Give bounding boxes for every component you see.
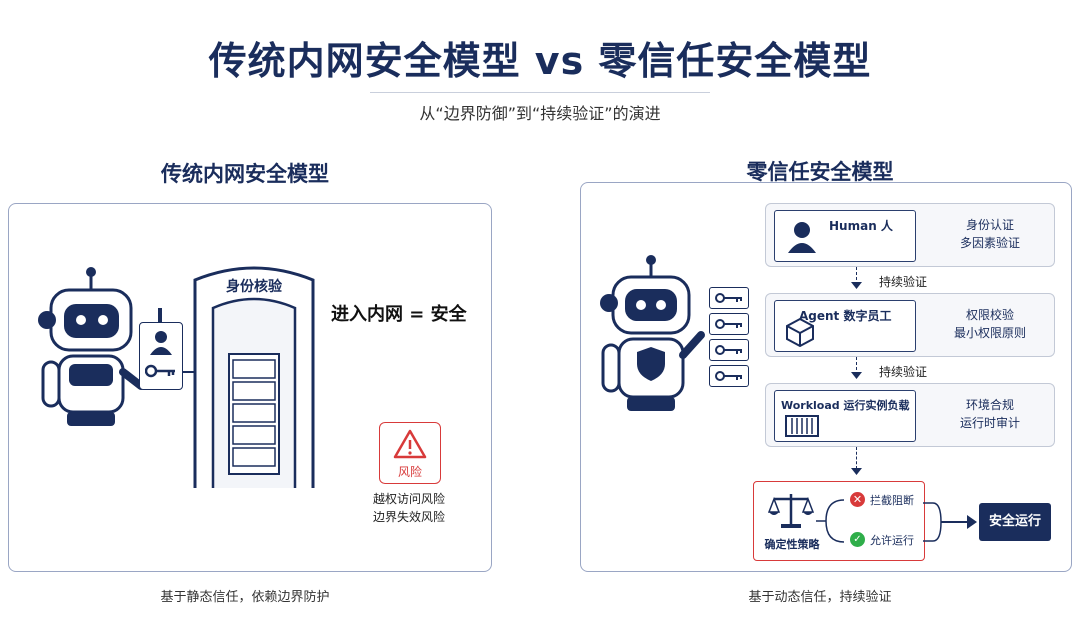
key-card <box>709 287 749 309</box>
workload-card: Workload 运行实例负载 <box>774 390 916 442</box>
policy-label: 确定性策略 <box>764 538 820 551</box>
container-icon <box>785 415 819 437</box>
key-icon <box>715 293 742 303</box>
key-card <box>709 313 749 335</box>
left-heading: 传统内网安全模型 <box>161 162 329 186</box>
risk-label: 风险 <box>397 465 422 479</box>
title-divider <box>370 92 710 93</box>
person-icon <box>788 222 816 253</box>
workload-label: Workload 运行实例负载 <box>781 399 910 412</box>
continuous-verify-label: 持续验证 <box>879 275 928 289</box>
gate-label: 身份核验 <box>226 279 282 295</box>
continuous-verify-label: 持续验证 <box>879 365 928 379</box>
policy-box: 确定性策略 ✕ 拦截阻断 ✓ 允许运行 <box>753 481 925 561</box>
page-title: 传统内网安全模型 vs 零信任安全模型 <box>208 39 872 83</box>
check-item: 权限校验 <box>965 308 1014 322</box>
agent-card: Agent 数字员工 <box>774 300 916 352</box>
right-caption: 基于动态信任，持续验证 <box>748 590 892 605</box>
arrow-down-icon <box>851 468 862 475</box>
user-icon <box>150 331 172 355</box>
page-subtitle: 从“边界防御”到“持续验证”的演进 <box>419 104 661 123</box>
id-badge <box>139 322 183 390</box>
agent-check: 权限校验 最小权限原则 <box>926 306 1054 342</box>
risk-item: 边界失效风险 <box>372 510 445 524</box>
layer-human: Human 人 身份认证 多因素验证 <box>765 203 1055 267</box>
connector-line <box>856 447 857 469</box>
human-card: Human 人 <box>774 210 916 262</box>
block-label: 拦截阻断 <box>870 494 914 507</box>
right-heading: 零信任安全模型 <box>746 160 894 184</box>
robot-icon <box>600 255 705 411</box>
risk-box: 风险 <box>379 422 441 484</box>
check-item: 运行时审计 <box>959 416 1020 430</box>
check-item: 环境合规 <box>965 398 1014 412</box>
traditional-model-panel: 身份核验 进入内网 = 安全 风险 越权访问风险 边界失效风险 <box>8 203 492 572</box>
key-icon <box>715 345 742 355</box>
branch-icon <box>816 499 845 543</box>
layer-agent: Agent 数字员工 权限校验 最小权限原则 <box>765 293 1055 357</box>
risk-item: 越权访问风险 <box>372 492 445 506</box>
safe-run-badge: 安全运行 <box>979 503 1051 541</box>
layer-workload: Workload 运行实例负载 环境合规 运行时审计 <box>765 383 1055 447</box>
check-item: 身份认证 <box>965 218 1014 232</box>
balance-scale-icon <box>768 494 814 528</box>
key-icon <box>715 371 742 381</box>
allow-label: 允许运行 <box>870 534 914 547</box>
key-icon <box>715 319 742 329</box>
badge-clip <box>158 308 162 322</box>
merge-arrow-icon <box>923 502 977 542</box>
robot-icon <box>38 267 145 426</box>
warning-icon <box>393 429 427 459</box>
left-caption: 基于静态信任，依赖边界防护 <box>160 590 330 605</box>
connector-line <box>856 267 857 285</box>
risk-list: 越权访问风险 边界失效风险 <box>359 490 459 526</box>
key-card <box>709 339 749 361</box>
check-item: 最小权限原则 <box>953 326 1026 340</box>
arrow-down-icon <box>851 282 862 289</box>
arrow-down-icon <box>851 372 862 379</box>
human-check: 身份认证 多因素验证 <box>926 216 1054 252</box>
human-label: Human 人 <box>829 219 893 233</box>
block-icon: ✕ <box>850 492 865 507</box>
check-item: 多因素验证 <box>959 236 1020 250</box>
cube-icon <box>786 317 814 347</box>
connector-line <box>856 357 857 375</box>
allow-icon: ✓ <box>850 532 865 547</box>
equation-text: 进入内网 = 安全 <box>331 304 467 325</box>
key-card <box>709 365 749 387</box>
agent-label: Agent 数字员工 <box>799 309 892 323</box>
workload-check: 环境合规 运行时审计 <box>926 396 1054 432</box>
security-gate-icon <box>193 266 315 488</box>
key-icon <box>145 364 175 378</box>
zero-trust-panel: Human 人 身份认证 多因素验证 持续验证 Agent 数字员工 权限校验 … <box>580 182 1072 572</box>
